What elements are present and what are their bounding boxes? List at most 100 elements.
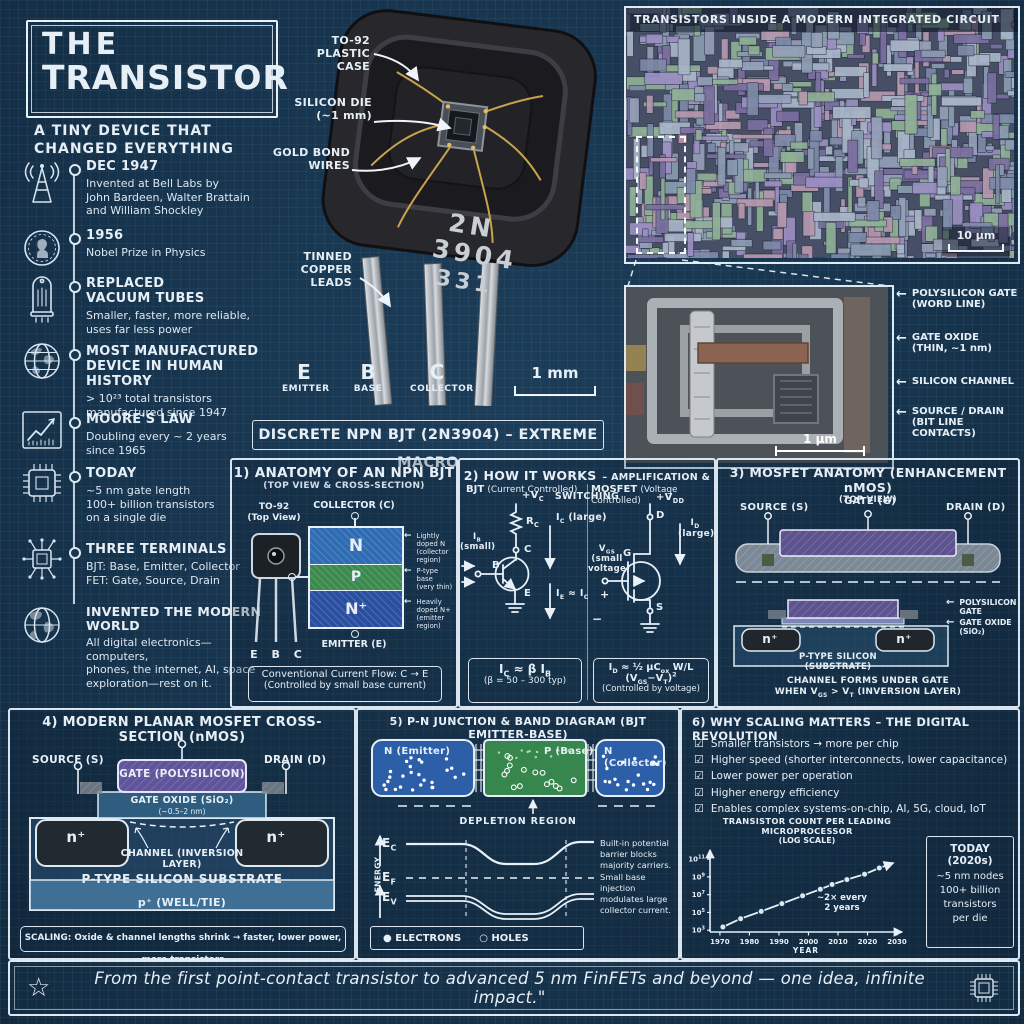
arrow-left-icon: ← — [946, 617, 955, 628]
scale-line — [514, 386, 596, 396]
panel-title-rest: – AMPLIFICATION & SWITCHING — [554, 472, 711, 502]
timeline-item: DEC 1947 Invented at Bell Labs by John B… — [86, 159, 258, 218]
timeline-item: MOST MANUFACTURED DEVICE IN HUMAN HISTOR… — [86, 344, 262, 419]
timeline-item: INVENTED THE MODERN WORLD All digital el… — [86, 604, 266, 691]
timeline-dot — [69, 164, 81, 176]
filled-dot-icon: ● — [383, 932, 392, 944]
collector-label: COLLECTOR (C) — [313, 500, 395, 511]
g-node-label: G — [623, 548, 632, 559]
substrate-label: P-TYPE SILICON (SUBSTRATE) — [799, 652, 877, 673]
arrow-left-icon: ← — [404, 531, 412, 541]
footer-quote-bar: ☆ From the first point-contact transisto… — [8, 960, 1020, 1016]
nplus-left-label: n⁺ — [762, 632, 778, 646]
svg-text:103: 103 — [692, 926, 706, 935]
nplus-region: N⁺ — [310, 591, 402, 627]
mosfet-heading: MOSFET (Voltage Controlled) — [591, 484, 678, 506]
checkbox-icon: ☑ — [694, 753, 704, 767]
timeline-body: > 10²³ total transistors manufactured si… — [86, 391, 227, 419]
pin-base: B BASE — [346, 360, 390, 394]
mosfet-cross-illustration — [733, 599, 949, 667]
junction-legend: ● ELECTRONS ○ HOLES — [370, 926, 584, 950]
ic-photo: TRANSISTORS INSIDE A MODERN INTEGRATED C… — [624, 6, 1020, 264]
timeline-body: Smaller, faster, more reliable, uses far… — [86, 308, 250, 336]
d-node-label: D — [656, 510, 665, 521]
svg-text:1011: 1011 — [688, 855, 705, 864]
timeline-dot — [69, 417, 81, 429]
timeline-heading: INVENTED THE MODERN WORLD — [86, 604, 262, 634]
ic-photo-title: TRANSISTORS INSIDE A MODERN INTEGRATED C… — [634, 13, 1000, 26]
vacuum-tube-icon — [18, 268, 66, 326]
chip-icon — [967, 971, 1001, 1005]
scale-label: 1 mm — [531, 364, 579, 382]
n-collector-label: N (Collector) — [604, 746, 667, 769]
timeline-item: REPLACED VACUUM TUBES Smaller, faster, m… — [86, 276, 258, 336]
emitter-terminal — [351, 630, 359, 638]
timeline-item: MOORE'S LAW Doubling every ~ 2 years sin… — [86, 412, 258, 457]
id-label: ID (large) — [678, 518, 715, 539]
holes-legend: ○ HOLES — [479, 932, 529, 944]
band-note: Built-in potential barrier blocks majori… — [600, 838, 672, 916]
arrow-left-icon: ← — [896, 287, 907, 302]
nplus-right-label: n⁺ — [896, 632, 912, 646]
vgs-label: VGS (small voltage) — [588, 544, 631, 575]
today-body: ~5 nm nodes 100+ billion transistors per… — [936, 871, 1004, 924]
channel-label: CHANNEL (INVERSION LAYER) — [120, 848, 244, 871]
data-point — [757, 907, 765, 915]
svg-text:105: 105 — [692, 908, 706, 917]
page-title-line1: THE — [42, 27, 121, 62]
source-label: SOURCE (S) — [740, 502, 809, 513]
to92-topview-illustration — [251, 533, 301, 643]
panel-how-it-works: 2) HOW IT WORKS – AMPLIFICATION & SWITCH… — [458, 458, 716, 708]
scale-line — [948, 244, 1004, 252]
bjt-stack: N P N⁺ — [308, 526, 404, 629]
timeline-dot — [69, 547, 81, 559]
label-gold-bond-wires: GOLD BOND WIRES — [272, 146, 350, 173]
mosfet-formula-box: ID ≈ ½ μCox W/L (VGS−VT)2 (Controlled by… — [593, 658, 709, 703]
checklist-item: ☑Higher energy efficiency — [694, 785, 840, 799]
arrow-left-icon: ← — [946, 597, 955, 608]
checklist-item: ☑Enables complex systems-on-chip, AI, 5G… — [694, 801, 986, 815]
to92-pin-letters: E B C — [250, 648, 302, 661]
sem-photo: 1 μm — [624, 285, 894, 469]
panel-title: 5) P-N JUNCTION & BAND DIAGRAM (BJT EMIT… — [389, 715, 647, 741]
pin-letter: C — [429, 360, 445, 384]
current-flow-note2: (Controlled by small base current) — [263, 680, 427, 691]
growth-chart-icon — [18, 406, 66, 454]
pin-name: COLLECTOR — [410, 384, 474, 394]
panel-title: 4) MODERN PLANAR MOSFET CROSS-SECTION (n… — [42, 715, 322, 745]
arrow-left-icon: ← — [896, 375, 907, 390]
timeline-body: Nobel Prize in Physics — [86, 245, 206, 259]
ic-label: IC (large) — [556, 512, 607, 525]
panel-title: 3) MOSFET ANATOMY (ENHANCEMENT nMOS) — [729, 465, 1007, 495]
band-diagram-illustration — [374, 834, 594, 920]
data-point — [828, 881, 836, 888]
source-label: SOURCE (S) — [32, 754, 104, 766]
timeline-dot — [69, 233, 81, 245]
checkbox-icon: ☑ — [694, 769, 704, 783]
star-icon: ☆ — [27, 973, 51, 1003]
scaling-checklist: ☑Smaller transistors → more per chip ☑Hi… — [694, 736, 1014, 817]
timeline-heading: MOORE'S LAW — [86, 412, 194, 427]
gate-label: GATE (G) — [844, 496, 897, 507]
svg-text:107: 107 — [692, 890, 706, 899]
pin-emitter: E EMITTER — [282, 360, 329, 394]
current-flow-note: Conventional Current Flow: C → E — [261, 669, 429, 680]
data-point — [861, 870, 869, 878]
arrow-left-icon: ← — [896, 331, 907, 346]
mosfet-formula: ID ≈ ½ μCox W/L (VGS−VT)2 — [608, 662, 694, 686]
data-point — [719, 923, 727, 931]
macro-photo-illustration: 2N 3904 331 — [266, 6, 630, 406]
label-silicon-die: SILICON DIE (~1 mm) — [294, 96, 372, 123]
case-marking-line1: 2N — [447, 208, 497, 244]
timeline-item: TODAY ~5 nm gate length 100+ billion tra… — [86, 466, 258, 525]
label-to92-case: TO-92 PLASTIC CASE — [316, 34, 370, 74]
ic-title-bar: TRANSISTORS INSIDE A MODERN INTEGRATED C… — [626, 8, 1018, 32]
checkbox-icon: ☑ — [694, 737, 704, 750]
panel-subtitle: (TOP VIEW) — [839, 495, 897, 505]
panel-pn-junction: 5) P-N JUNCTION & BAND DIAGRAM (BJT EMIT… — [356, 708, 680, 960]
data-point — [799, 892, 807, 900]
timeline-heading: REPLACED VACUUM TUBES — [86, 276, 205, 306]
ie-label: IE ≈ IC — [556, 588, 589, 601]
bjt-formula-box: IC ≈ β IB (β = 50 – 300 typ) — [468, 658, 582, 703]
checkbox-icon: ☑ — [694, 801, 704, 815]
